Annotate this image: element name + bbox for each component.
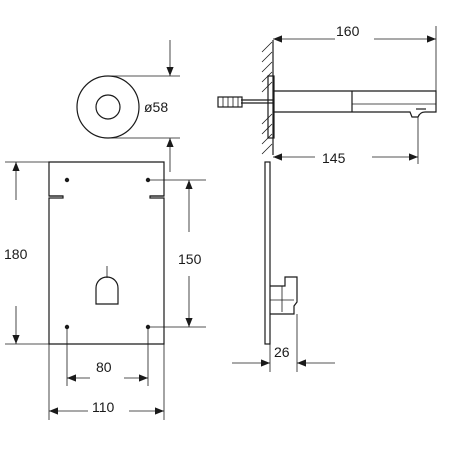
rosette-front-view: ø58: [76, 40, 180, 172]
mounting-plate-outline: [48, 161, 165, 345]
dim-26-label: 26: [274, 344, 290, 360]
plate-side-profile: [264, 161, 271, 345]
plate-central-box: [95, 276, 119, 305]
rosette-diameter-label: ø58: [144, 99, 168, 115]
dim-110-label: 110: [92, 399, 115, 415]
dimension-box-depth: 26: [232, 314, 335, 372]
dim-150-label: 150: [178, 251, 202, 267]
dimension-spout-projection: 145: [273, 117, 419, 166]
dimension-spout-length: 160: [273, 23, 437, 91]
spout-body: [274, 90, 437, 118]
dim-145-label: 145: [322, 150, 346, 166]
plate-side-view: [264, 161, 298, 345]
mounting-plate-front-view: [48, 161, 165, 345]
box-side-profile: [270, 276, 298, 315]
dim-180-label: 180: [4, 246, 28, 262]
rosette-side-profile: [267, 75, 275, 139]
connector-ribs: [222, 97, 239, 107]
dimension-plate-height: 180: [4, 161, 49, 345]
dimension-hole-spacing-horizontal: 80: [66, 327, 149, 386]
dimension-plate-width: 110: [48, 344, 165, 420]
spout-side-view: [217, 40, 437, 155]
rosette-outer-circle: [76, 75, 140, 139]
dim-80-label: 80: [96, 359, 112, 375]
cable-connector: [217, 96, 243, 108]
rosette-inner-circle: [95, 94, 121, 120]
mounting-hole-top-left: [64, 177, 70, 183]
dim-160-label: 160: [336, 23, 360, 39]
dimension-hole-spacing-vertical: 150: [148, 179, 206, 328]
wall-hatching: [261, 41, 273, 155]
